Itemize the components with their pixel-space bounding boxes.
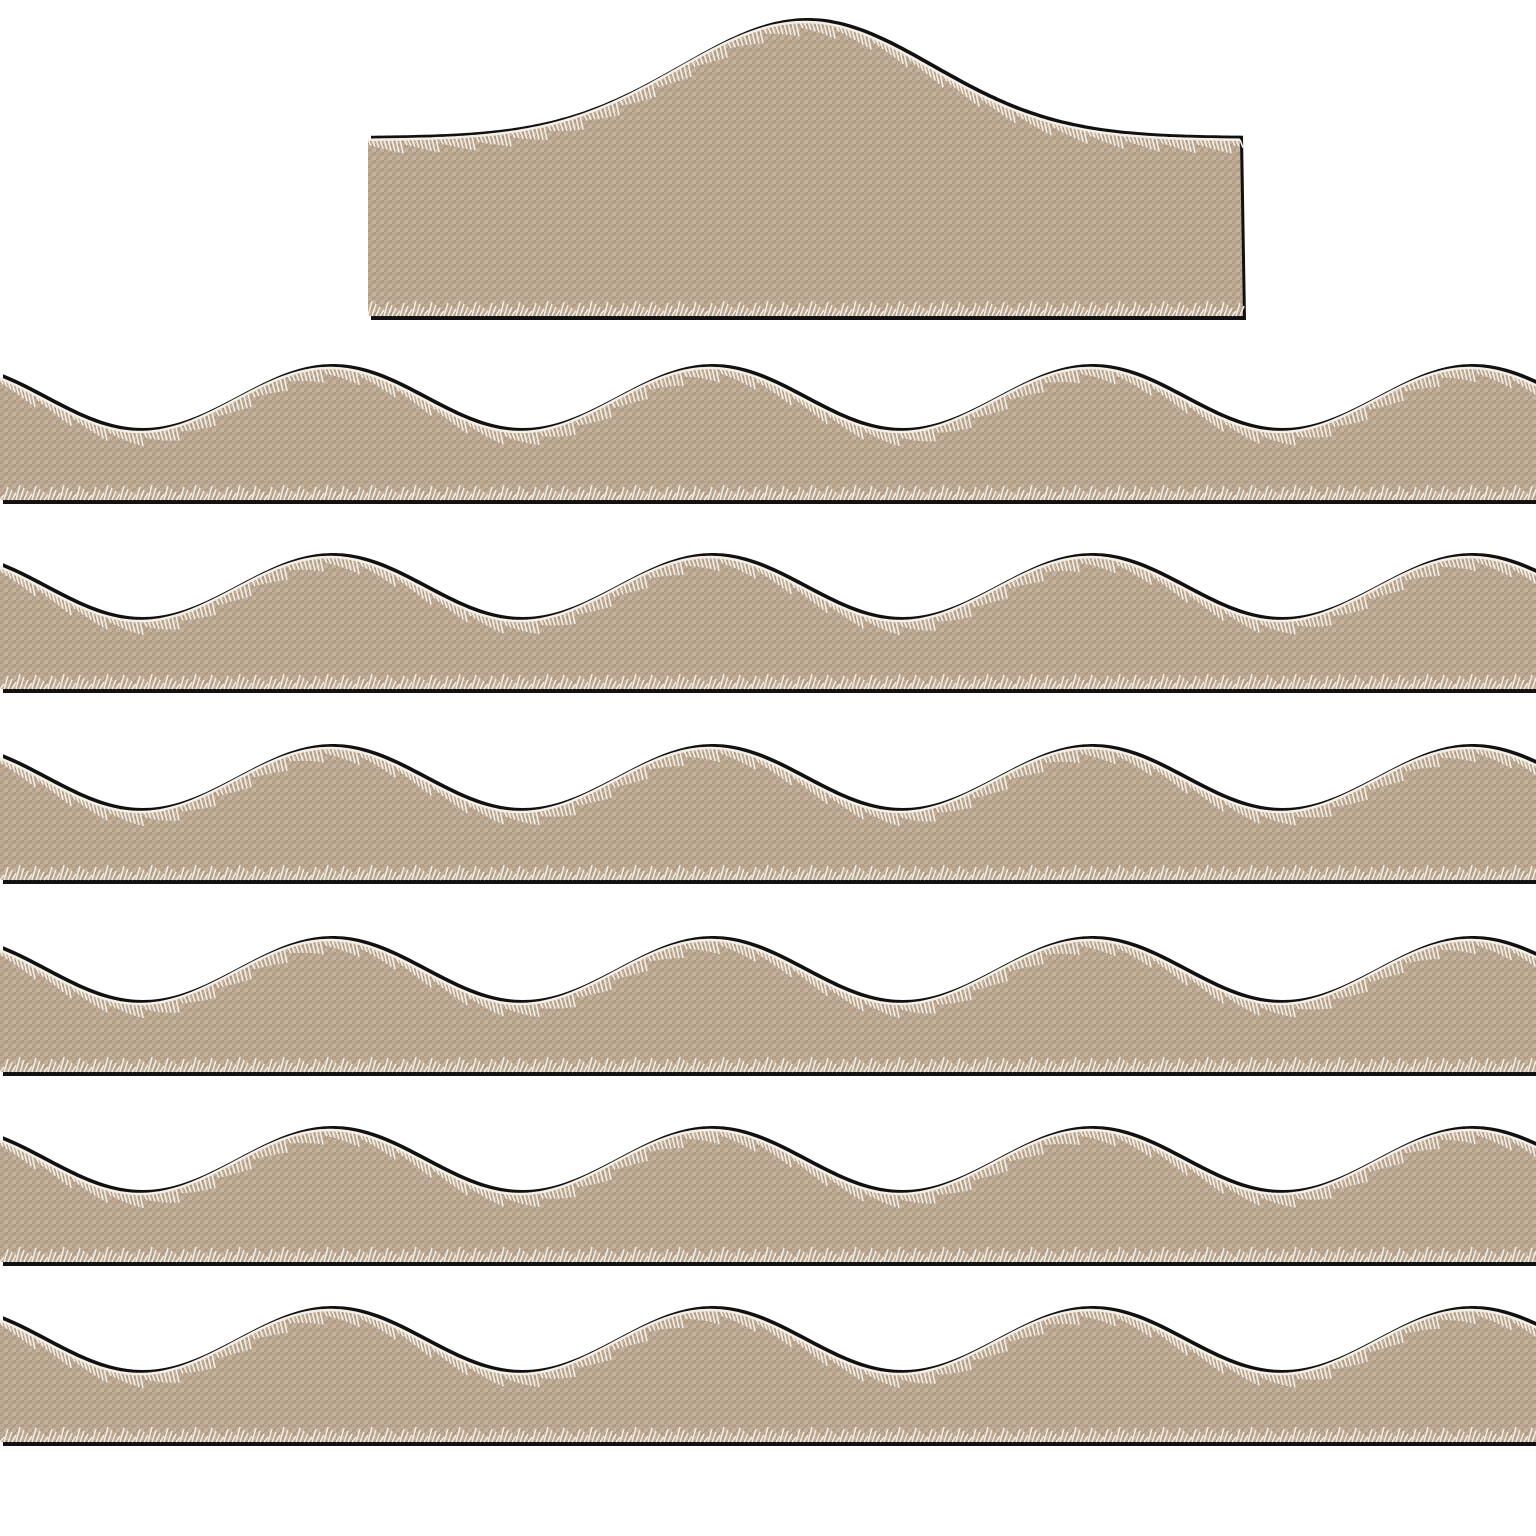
burlap-body (368, 22, 1243, 316)
burlap-body (0, 1130, 1536, 1262)
border-strip (0, 744, 1536, 884)
burlap-body (0, 940, 1536, 1072)
burlap-body (0, 368, 1536, 500)
top-fringe (0, 367, 1536, 447)
burlap-body (0, 557, 1536, 689)
sample-piece (367, 18, 1246, 320)
bottom-fringe (367, 300, 1245, 317)
bottom-fringe (0, 864, 1536, 881)
border-sample-piece (367, 18, 1246, 320)
border-strip (0, 1306, 1536, 1446)
burlap-body (0, 1310, 1536, 1442)
bottom-fringe (0, 1426, 1536, 1443)
border-strips (0, 364, 1536, 1446)
top-fringe (0, 1309, 1536, 1389)
bottom-fringe (0, 484, 1536, 501)
border-strip (0, 364, 1536, 504)
burlap-body (0, 748, 1536, 880)
top-fringe (0, 556, 1536, 636)
border-strip (0, 553, 1536, 693)
border-strip (0, 936, 1536, 1076)
top-fringe (0, 1129, 1536, 1209)
top-fringe (367, 21, 1244, 154)
top-fringe (0, 939, 1536, 1019)
bottom-fringe (0, 1246, 1536, 1263)
border-strip (0, 1126, 1536, 1266)
bottom-fringe (0, 673, 1536, 690)
top-fringe (0, 747, 1536, 827)
bottom-fringe (0, 1056, 1536, 1073)
